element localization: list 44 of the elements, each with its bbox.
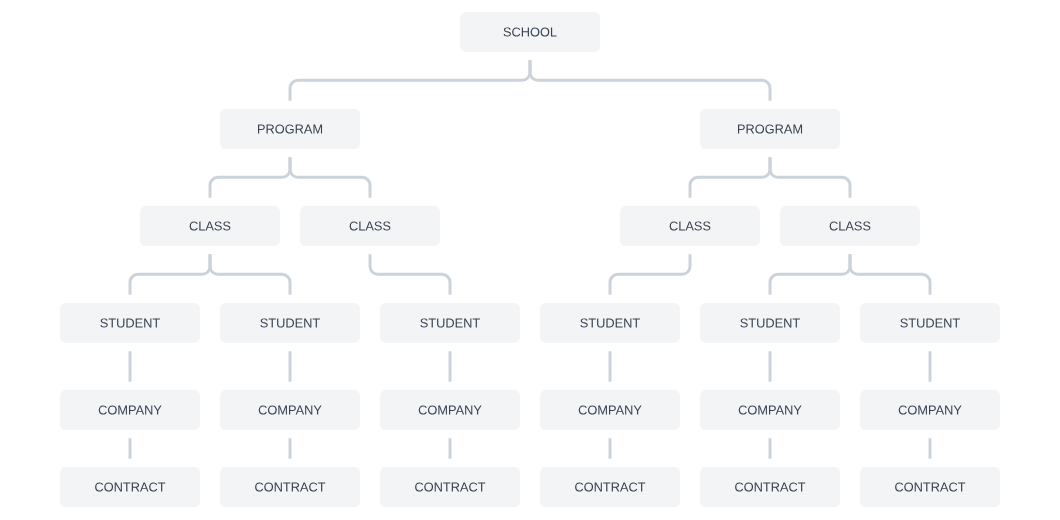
tree-box: COMPANY xyxy=(700,390,840,430)
connector-line xyxy=(128,438,132,459)
connector-line xyxy=(768,351,772,382)
connector-line xyxy=(528,60,772,101)
connector-line xyxy=(288,157,372,198)
connector-line xyxy=(608,254,692,295)
tree-box: STUDENT xyxy=(380,303,520,343)
connector-line xyxy=(448,438,452,459)
tree-box: SCHOOL xyxy=(460,12,600,52)
connector-line xyxy=(368,254,452,295)
connector-line xyxy=(608,438,612,459)
connector-line xyxy=(848,254,932,295)
tree-box: STUDENT xyxy=(700,303,840,343)
connector-line xyxy=(128,351,132,382)
tree-box: CLASS xyxy=(300,206,440,246)
connector-line xyxy=(208,254,292,295)
tree-box: CLASS xyxy=(140,206,280,246)
tree-box: CONTRACT xyxy=(860,467,1000,507)
tree-box: CONTRACT xyxy=(60,467,200,507)
tree-box: COMPANY xyxy=(860,390,1000,430)
tree-box: PROGRAM xyxy=(220,109,360,149)
tree-box: CONTRACT xyxy=(540,467,680,507)
tree-box: COMPANY xyxy=(220,390,360,430)
tree-box: PROGRAM xyxy=(700,109,840,149)
connector-line xyxy=(928,351,932,382)
tree-box: STUDENT xyxy=(60,303,200,343)
connector-line xyxy=(608,351,612,382)
connector-line xyxy=(288,438,292,459)
connector-line xyxy=(448,351,452,382)
tree-box: COMPANY xyxy=(380,390,520,430)
tree-box: STUDENT xyxy=(220,303,360,343)
connector-line xyxy=(288,351,292,382)
tree-box: CLASS xyxy=(780,206,920,246)
connector-line xyxy=(768,157,852,198)
tree-box: COMPANY xyxy=(60,390,200,430)
tree-box: CONTRACT xyxy=(380,467,520,507)
tree-box: STUDENT xyxy=(860,303,1000,343)
tree-box: CONTRACT xyxy=(220,467,360,507)
tree-box: CLASS xyxy=(620,206,760,246)
connector-line xyxy=(928,438,932,459)
tree-box: CONTRACT xyxy=(700,467,840,507)
tree-box: STUDENT xyxy=(540,303,680,343)
tree-box: COMPANY xyxy=(540,390,680,430)
connector-line xyxy=(768,438,772,459)
